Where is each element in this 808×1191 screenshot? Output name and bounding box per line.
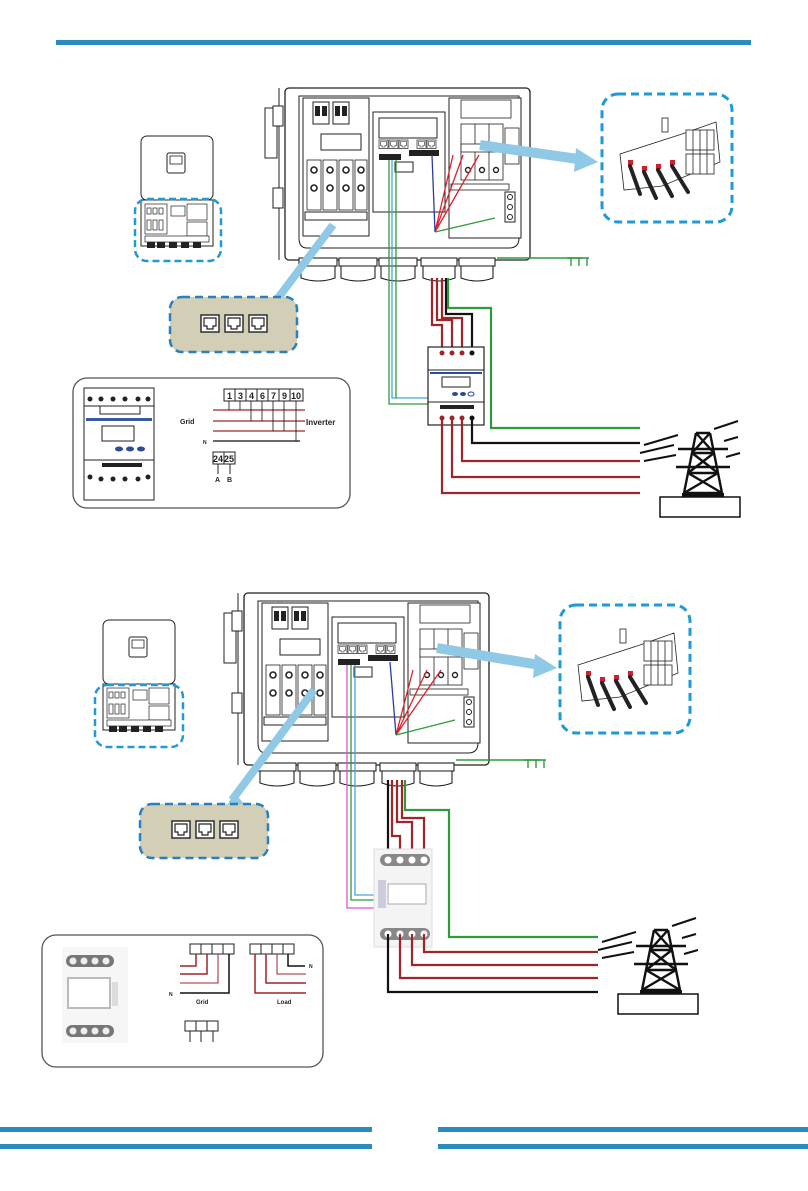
footer-rule-right-top — [438, 1127, 808, 1132]
ground-symbol-icon — [523, 759, 547, 769]
inverter-label: Inverter — [306, 418, 335, 427]
rj45-port-panel-top — [168, 295, 299, 354]
bottom-diagram: N Grid N Load — [41, 593, 700, 1068]
comm-terminal-25: 25 — [224, 454, 234, 464]
terminal-number: 6 — [260, 391, 265, 401]
rj45-port-panel-bottom — [138, 802, 270, 860]
rj45-icon — [171, 820, 239, 839]
comm-label-b: B — [227, 477, 232, 484]
comm-terminal-block — [184, 1020, 219, 1042]
breaker-detail-bottom — [558, 603, 692, 735]
neutral-label: N — [169, 992, 173, 998]
grid-terminal-block: N Grid — [169, 943, 235, 1006]
footer-rule-left-bottom — [0, 1144, 372, 1149]
load-label: Load — [277, 1000, 292, 1006]
footer-rule-right-bottom — [438, 1144, 808, 1149]
inverter-thumbnail-top — [133, 135, 223, 263]
rj45-icon — [200, 314, 268, 333]
terminal-number: 9 — [282, 391, 287, 401]
callout-arrow-ports — [228, 687, 318, 803]
terminal-number: 1 — [227, 391, 232, 401]
grid-label: Grid — [180, 419, 194, 426]
energy-meter-bottom — [373, 848, 433, 948]
inverter-thumbnail-bottom — [93, 619, 185, 749]
meter-legend-bottom: N Grid N Load — [41, 934, 324, 1068]
callout-arrow-breaker — [436, 643, 541, 670]
terminal-number: 3 — [238, 391, 243, 401]
grid-label: Grid — [196, 1000, 209, 1006]
terminal-number: 7 — [271, 391, 276, 401]
breaker-detail-top — [600, 92, 734, 224]
terminal-number: 4 — [249, 391, 254, 401]
load-terminal-block: N Load — [249, 943, 313, 1006]
energy-meter-top — [427, 346, 485, 426]
callout-arrow-breaker — [479, 140, 586, 165]
inverter-wiring-box-top — [265, 88, 530, 281]
terminal-box — [289, 388, 304, 402]
power-tower-icon — [596, 916, 700, 1016]
footer-rule-left-top — [0, 1127, 372, 1132]
header-rule — [56, 40, 751, 45]
comm-terminal-24: 24 — [213, 454, 223, 464]
terminal-number: 10 — [291, 391, 301, 401]
power-tower-icon — [638, 419, 742, 519]
comm-label-a: A — [215, 477, 220, 484]
ground-symbol-icon — [566, 257, 590, 267]
neutral-label: N — [309, 964, 313, 970]
neutral-label: N — [203, 440, 207, 446]
